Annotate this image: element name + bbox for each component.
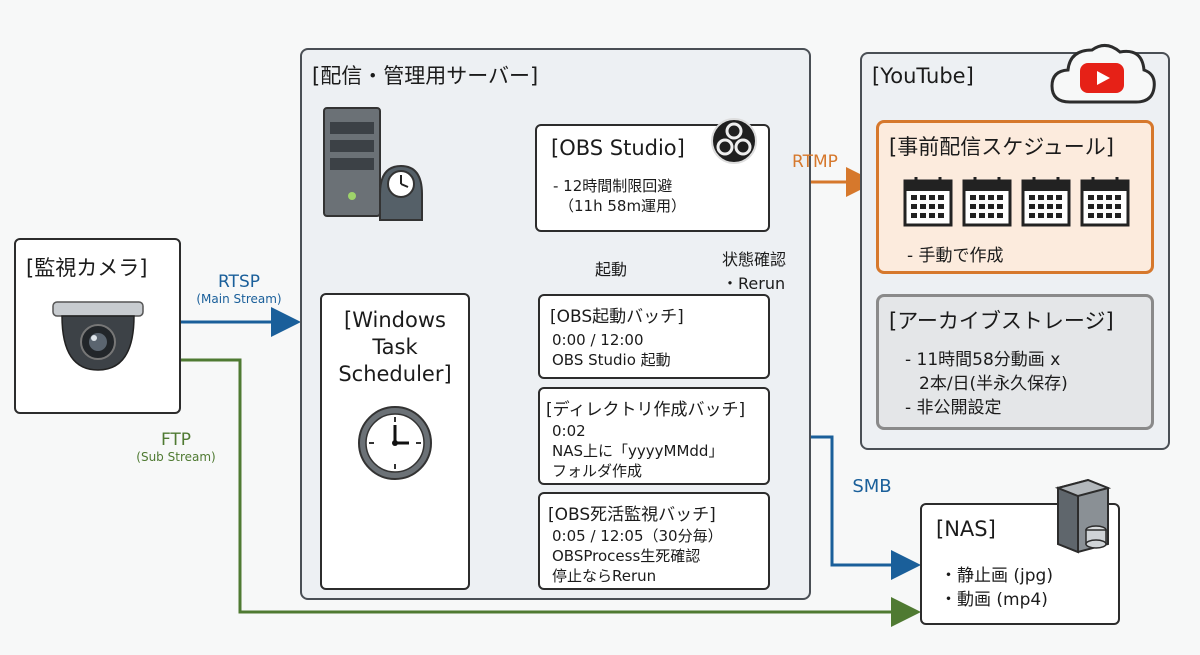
calendar-icon xyxy=(962,177,1012,227)
archive-line-3: - 非公開設定 xyxy=(905,398,1002,418)
calendar-icon xyxy=(1021,177,1071,227)
nas-title: [NAS] xyxy=(936,517,996,541)
rtsp-label: RTSP (Main Stream) xyxy=(196,272,282,306)
camera-title: [監視カメラ] xyxy=(26,256,148,280)
schedule-title: [事前配信スケジュール] xyxy=(889,135,1114,159)
calendar-icons xyxy=(903,175,1143,231)
batch1-line-1: 0:00 / 12:00 xyxy=(552,331,644,349)
obs-launch-batch-box: [OBS起動バッチ] 0:00 / 12:00 OBS Studio 起動 xyxy=(538,294,770,379)
calendar-icon xyxy=(1080,177,1130,227)
archive-line-2: 2本/日(半永久保存) xyxy=(919,374,1068,394)
server-title: [配信・管理用サーバー] xyxy=(312,64,539,88)
ftp-arrow xyxy=(181,358,921,627)
batch2-line-1: 0:02 xyxy=(552,422,586,440)
obs-title: [OBS Studio] xyxy=(551,136,685,160)
obs-line-2: （11h 58m運用） xyxy=(559,197,687,215)
batch2-line-2: NAS上に「yyyyMMdd」 xyxy=(552,442,724,460)
batch3-title: [OBS死活監視バッチ] xyxy=(548,505,716,525)
youtube-logo-icon xyxy=(1080,63,1124,93)
ftp-label: FTP (Sub Stream) xyxy=(136,430,216,464)
schedule-box: [事前配信スケジュール] xyxy=(876,120,1154,274)
server-icon xyxy=(323,107,423,221)
archive-title: [アーカイブストレージ] xyxy=(889,309,1114,333)
status-check-label: 状態確認 ・Rerun xyxy=(722,250,787,293)
smb-label: SMB xyxy=(852,476,892,497)
camera-box: [監視カメラ] xyxy=(14,238,181,414)
task-scheduler-box: [Windows Task Scheduler] xyxy=(320,293,470,590)
batch3-line-1: 0:05 / 12:05（30分毎） xyxy=(552,527,723,545)
archive-box: [アーカイブストレージ] - 11時間58分動画 x 2本/日(半永久保存) -… xyxy=(876,294,1154,430)
schedule-note: - 手動で作成 xyxy=(907,246,1004,266)
batch2-line-3: フォルダ作成 xyxy=(552,462,643,480)
scheduler-title: [Windows Task Scheduler] xyxy=(338,308,452,386)
batch3-line-3: 停止ならRerun xyxy=(552,567,657,585)
nas-box: [NAS] ・静止画 (jpg) ・動画 (mp4) xyxy=(920,503,1120,625)
nas-line-2: ・動画 (mp4) xyxy=(940,590,1048,610)
youtube-title: [YouTube] xyxy=(872,64,974,88)
calendar-icon xyxy=(903,177,953,227)
archive-line-1: - 11時間58分動画 x xyxy=(905,350,1061,370)
obs-logo-icon xyxy=(711,118,757,164)
nas-line-1: ・静止画 (jpg) xyxy=(940,566,1053,586)
launch-label: 起動 xyxy=(594,260,627,279)
batch1-line-2: OBS Studio 起動 xyxy=(552,351,671,369)
clock-stand-icon xyxy=(379,164,423,221)
nas-server-icon xyxy=(1054,478,1112,554)
obs-line-1: - 12時間制限回避 xyxy=(553,177,673,195)
batch3-line-2: OBSProcess生死確認 xyxy=(552,547,701,565)
obs-monitor-batch-box: [OBS死活監視バッチ] 0:05 / 12:05（30分毎） OBSProce… xyxy=(538,492,770,590)
camera-icon xyxy=(52,301,144,371)
batch2-title: [ディレクトリ作成バッチ] xyxy=(546,400,746,420)
directory-batch-box: [ディレクトリ作成バッチ] 0:02 NAS上に「yyyyMMdd」 フォルダ作… xyxy=(538,387,770,485)
rtmp-label: RTMP xyxy=(792,152,838,172)
clock-icon xyxy=(358,406,432,480)
batch1-title: [OBS起動バッチ] xyxy=(550,307,684,327)
